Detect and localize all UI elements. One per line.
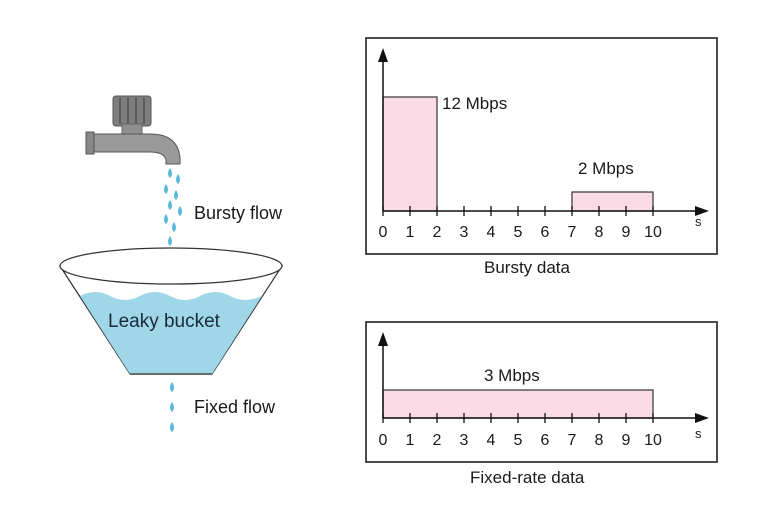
fixed-flow-label: Fixed flow — [194, 397, 276, 417]
x-axis-arrow — [695, 413, 709, 423]
bursty-drops — [164, 168, 182, 258]
tick-label: 3 — [459, 432, 469, 449]
tick-label: 10 — [644, 432, 662, 449]
tick-label: 8 — [594, 224, 604, 241]
tick-label: 3 — [459, 224, 469, 241]
tick-label: 1 — [405, 432, 415, 449]
tick-label: 5 — [513, 224, 523, 241]
tick-label: 9 — [621, 224, 631, 241]
charts-layer — [365, 37, 718, 463]
tick-label: 1 — [405, 224, 415, 241]
tick-label: 0 — [378, 432, 388, 449]
data-bar — [382, 96, 438, 212]
chart-caption: Fixed-rate data — [470, 468, 585, 487]
tick-label: 9 — [621, 432, 631, 449]
faucet-icon — [85, 95, 181, 165]
data-bar — [571, 191, 654, 212]
tick-label: 4 — [486, 224, 496, 241]
y-axis-arrow — [378, 332, 388, 346]
tick-label: 6 — [540, 432, 550, 449]
rate-label: 3 Mbps — [484, 366, 540, 385]
tick-label: 2 — [432, 224, 442, 241]
tick-label: 6 — [540, 224, 550, 241]
y-axis-arrow — [378, 48, 388, 62]
tick-label: 4 — [486, 432, 496, 449]
tick-label: 7 — [567, 432, 577, 449]
fixed-drops — [170, 382, 174, 432]
tick-label: 7 — [567, 224, 577, 241]
tick-label: 10 — [644, 224, 662, 241]
x-axis-arrow — [695, 206, 709, 216]
x-unit-label: s — [695, 426, 702, 441]
bursty-flow-label: Bursty flow — [194, 203, 283, 223]
tick-label: 0 — [378, 224, 388, 241]
leaky-bucket-label: Leaky bucket — [108, 311, 220, 332]
chart-caption: Bursty data — [484, 258, 570, 277]
x-unit-label: s — [695, 214, 702, 229]
rate-label: 2 Mbps — [578, 159, 634, 178]
bucket-icon — [58, 247, 284, 375]
tick-label: 5 — [513, 432, 523, 449]
tick-label: 2 — [432, 432, 442, 449]
tick-label: 8 — [594, 432, 604, 449]
rate-label: 12 Mbps — [442, 94, 508, 113]
